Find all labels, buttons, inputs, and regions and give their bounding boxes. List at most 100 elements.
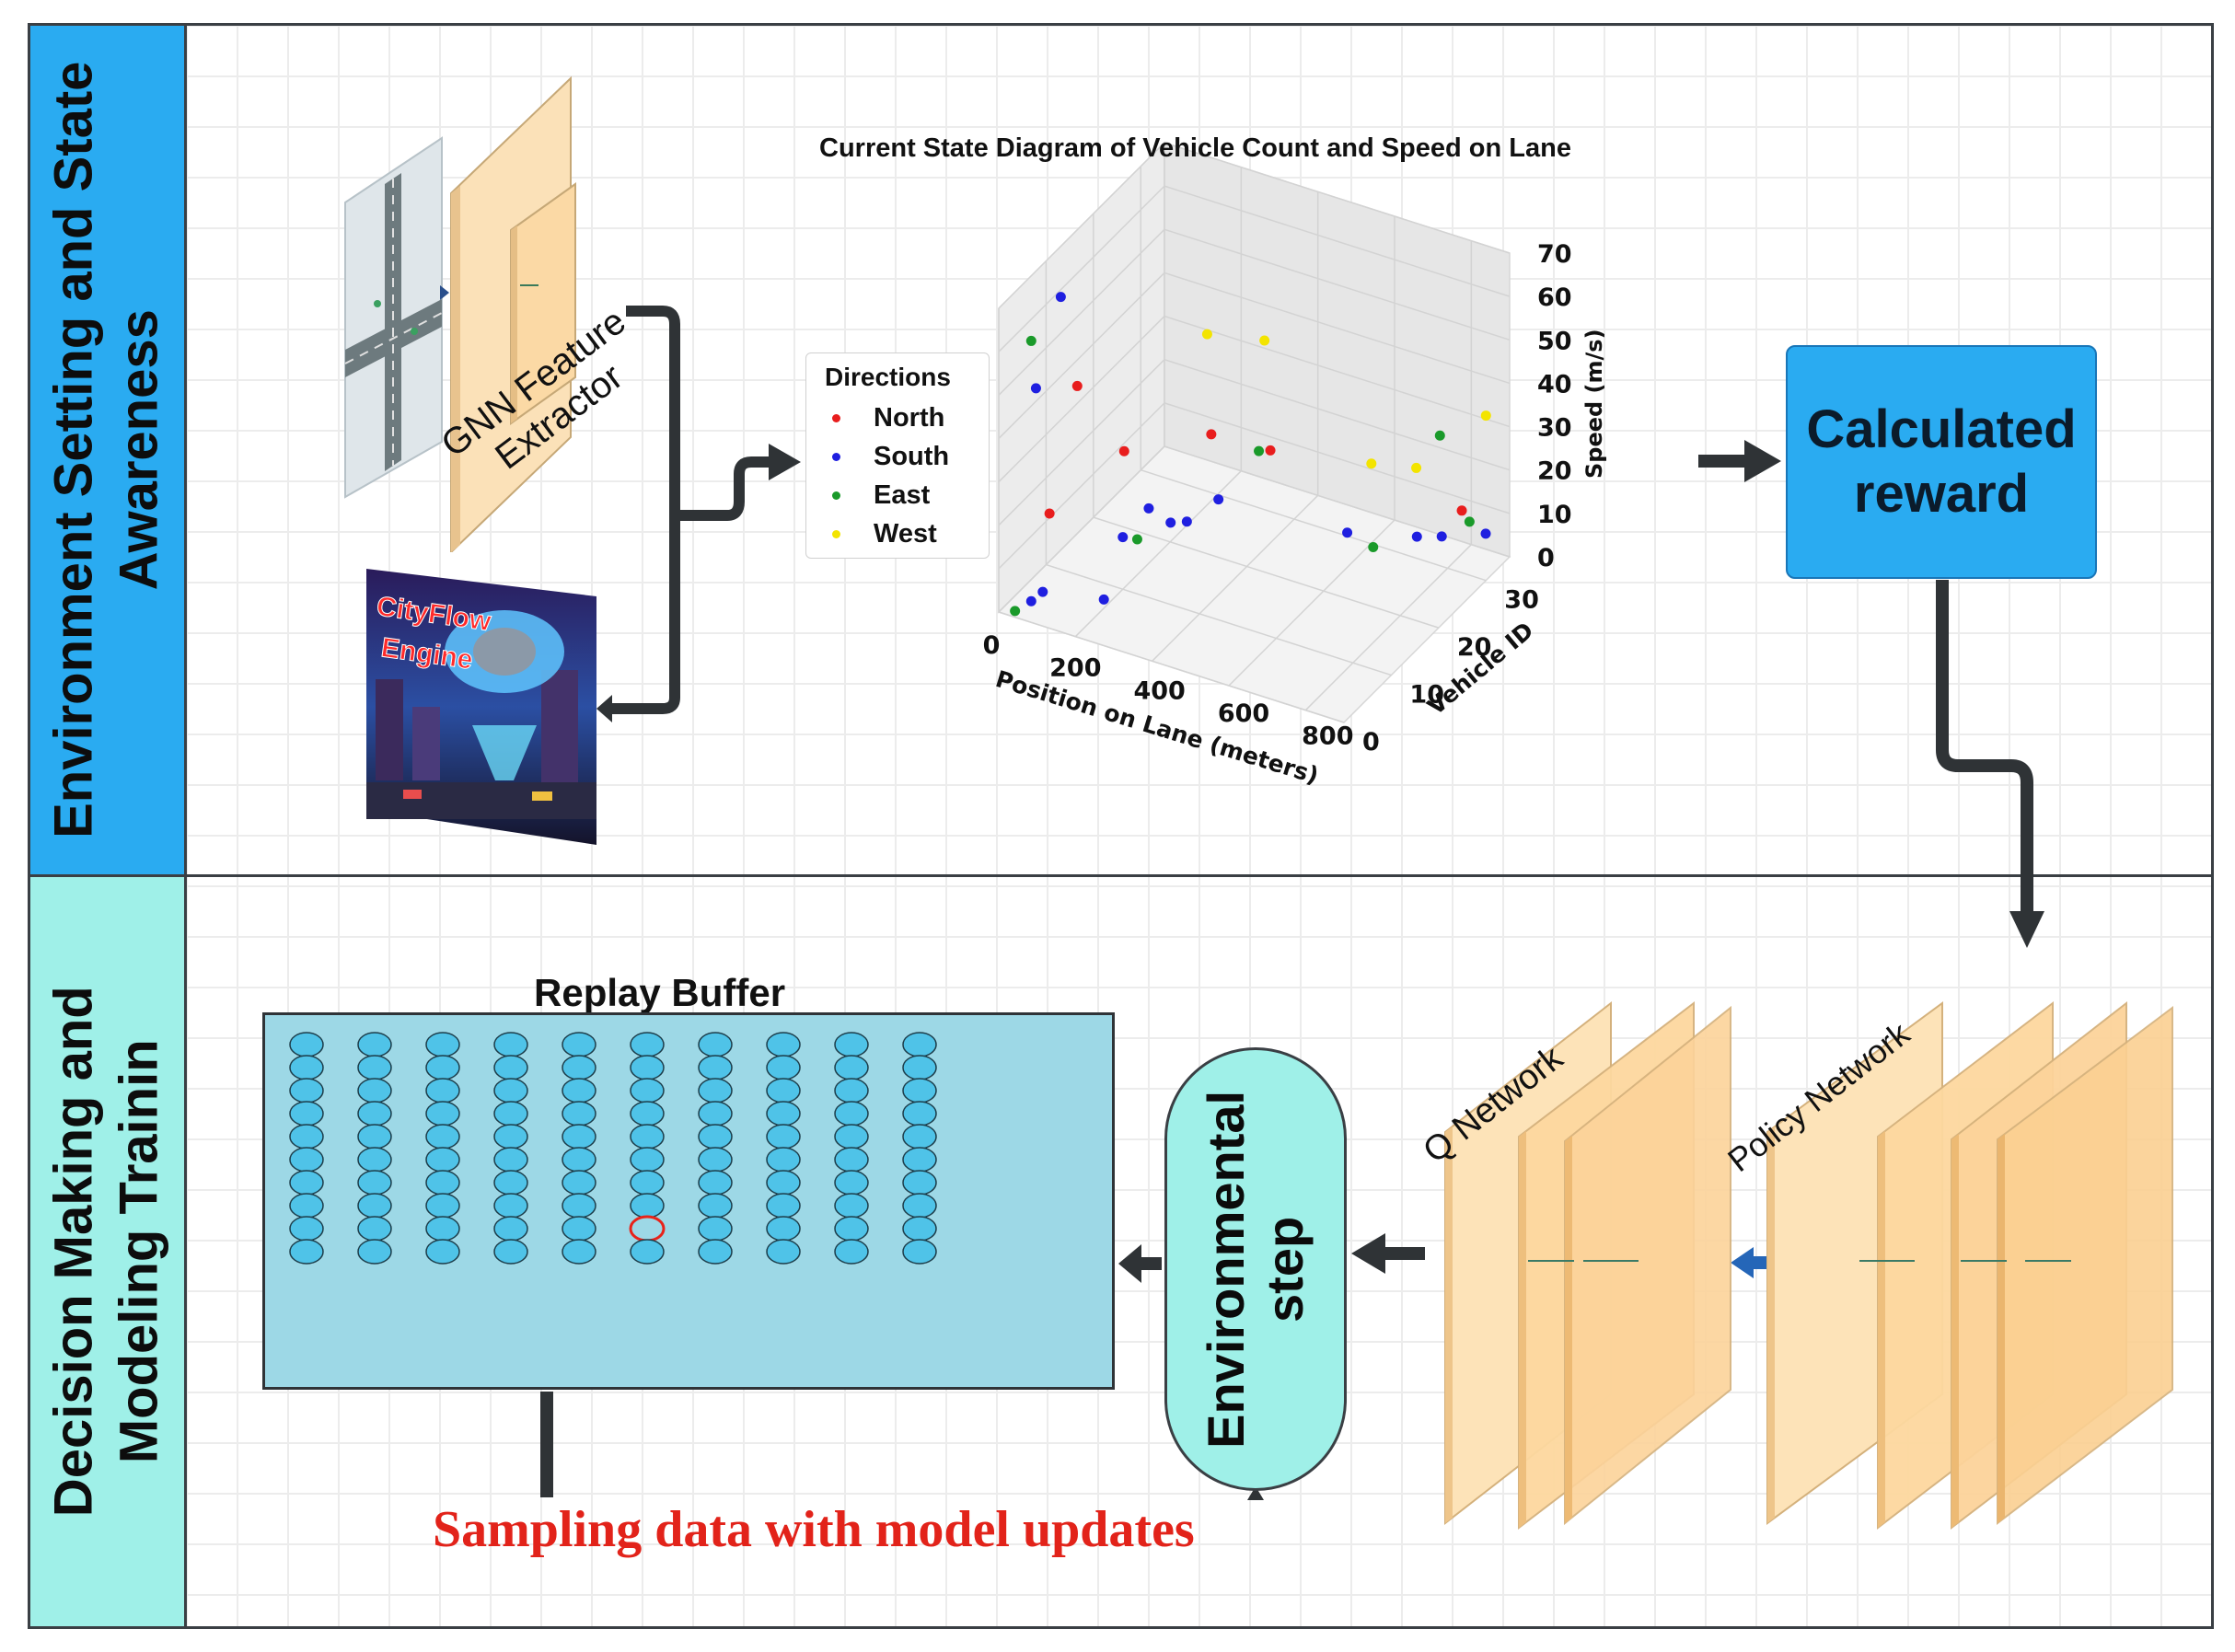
buffer-cell: [698, 1216, 733, 1242]
chart-gridline: [998, 359, 1165, 526]
buffer-cell: [902, 1124, 937, 1149]
x-tick-label: 800: [1302, 722, 1353, 751]
buffer-cell: [902, 1101, 937, 1126]
merge-to-chart-arrow: [675, 456, 773, 521]
buffer-cell: [493, 1239, 528, 1265]
buffer-cell: [766, 1170, 801, 1196]
buffer-cell: [630, 1124, 665, 1149]
buffer-cell: [834, 1239, 869, 1265]
chart-legend: Directions North South East West: [805, 352, 990, 559]
buffer-cell: [357, 1193, 392, 1219]
buffer-cell: [630, 1078, 665, 1103]
buffer-cell-highlighted: [629, 1215, 666, 1242]
x-tick-label: 600: [1218, 699, 1269, 728]
buffer-cell: [902, 1147, 937, 1173]
buffer-cell: [425, 1055, 460, 1080]
data-point-west: [1201, 329, 1212, 340]
buffer-cell: [562, 1193, 596, 1219]
buffer-cell: [630, 1170, 665, 1196]
buffer-cell: [425, 1032, 460, 1057]
buffer-cell: [698, 1193, 733, 1219]
legend-marker: [832, 452, 840, 461]
x-tick-label: 400: [1133, 676, 1185, 705]
cityflow-engine-image: CityFlow Engine: [366, 569, 596, 845]
buffer-cell: [630, 1032, 665, 1057]
chart-title: Current State Diagram of Vehicle Count a…: [819, 133, 1571, 163]
chart-gridline: [1164, 228, 1511, 341]
chart-gridline: [1093, 516, 1440, 629]
buffer-cell: [493, 1193, 528, 1219]
data-point-south: [1480, 528, 1491, 539]
chart-gridline: [1164, 315, 1511, 428]
x-tick-label: 0: [983, 631, 1001, 660]
data-point-south: [1098, 594, 1109, 605]
z-tick-label: 20: [1537, 457, 1572, 486]
legend-marker: [832, 491, 840, 500]
data-point-east: [1010, 606, 1021, 617]
chart-gridline: [998, 271, 1165, 439]
buffer-cell: [289, 1078, 324, 1103]
buffer-cell: [902, 1170, 937, 1196]
buffer-cell: [630, 1193, 665, 1219]
z-tick-label: 40: [1537, 370, 1572, 399]
y-tick-label: 10: [1409, 681, 1444, 710]
buffer-cell: [425, 1078, 460, 1103]
chart-gridline: [1164, 358, 1511, 471]
legend-item-east: East: [825, 477, 930, 514]
reward-line-2: reward: [1853, 464, 2030, 524]
buffer-cell: [834, 1170, 869, 1196]
buffer-cell: [425, 1147, 460, 1173]
data-point-south: [1030, 383, 1041, 394]
calculated-reward-box: Calculated reward: [1786, 345, 2097, 579]
buffer-cell: [902, 1193, 937, 1219]
buffer-cell: [562, 1055, 596, 1080]
data-point-west: [1259, 335, 1270, 346]
buffer-cell: [834, 1193, 869, 1219]
data-point-south: [1165, 517, 1176, 528]
buffer-cell: [834, 1078, 869, 1103]
buffer-cell: [562, 1147, 596, 1173]
buffer-cell: [766, 1101, 801, 1126]
data-point-west: [1411, 462, 1422, 473]
data-point-west: [1366, 458, 1377, 469]
data-point-east: [1434, 430, 1445, 441]
chart-gridline: [1152, 494, 1319, 662]
arrow-head-icon: [1351, 1233, 1385, 1274]
chart-gridline: [998, 445, 1165, 613]
buffer-cell: [493, 1147, 528, 1173]
z-tick-label: 30: [1537, 414, 1572, 443]
y-tick-label: 0: [1362, 728, 1380, 757]
arrow-head-icon: [1731, 1247, 1754, 1278]
buffer-cell: [289, 1147, 324, 1173]
buffer-cell: [425, 1101, 460, 1126]
buffer-cell: [357, 1147, 392, 1173]
buffer-cell: [289, 1193, 324, 1219]
legend-label: West: [874, 518, 937, 549]
y-tick-label: 30: [1504, 586, 1539, 615]
legend-label: South: [874, 441, 950, 471]
chart-gridline: [1164, 142, 1511, 254]
arrow-head-icon: [1247, 1486, 1264, 1500]
buffer-cell: [289, 1239, 324, 1265]
legend-marker: [832, 529, 840, 538]
gnn-feature-extractor: [344, 75, 576, 552]
buffer-cell: [766, 1032, 801, 1057]
z-tick-label: 70: [1537, 240, 1572, 269]
x-tick-label: 200: [1049, 654, 1101, 683]
buffer-cell: [289, 1032, 324, 1057]
env-step-line-1: Environmental: [1196, 1090, 1255, 1449]
legend-item-west: West: [825, 515, 937, 552]
legend-item-north: North: [825, 399, 944, 436]
policy-network: [1766, 1000, 2173, 1531]
buffer-cell: [289, 1216, 324, 1242]
legend-label: North: [874, 402, 945, 433]
chart-gridline: [998, 611, 1345, 723]
data-point-south: [1118, 532, 1129, 543]
buffer-cell: [766, 1193, 801, 1219]
buffer-cell: [902, 1055, 937, 1080]
data-point-south: [1436, 531, 1447, 542]
road-vertical: [385, 173, 401, 471]
buffer-cell: [562, 1216, 596, 1242]
buffer-cell: [562, 1078, 596, 1103]
buffer-cell: [630, 1147, 665, 1173]
